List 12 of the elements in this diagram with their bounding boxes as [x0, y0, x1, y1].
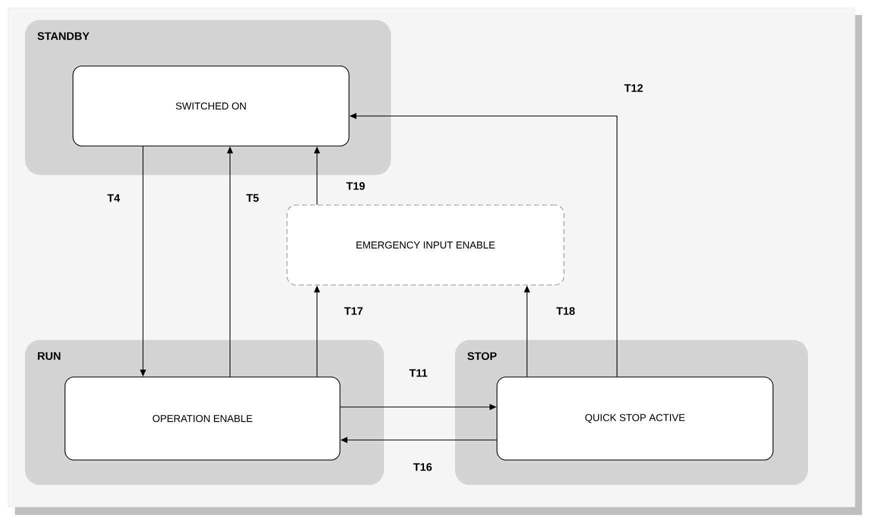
- state-box: QUICK STOP ACTIVE: [496, 376, 774, 460]
- edge-label: T19: [346, 182, 365, 190]
- edge-label: T17: [344, 307, 363, 315]
- edge-label: T18: [556, 307, 575, 315]
- edge-label: T16: [413, 463, 432, 471]
- state-box: OPERATION ENABLE: [64, 376, 340, 460]
- state-box: EMERGENCY INPUT ENABLE: [286, 204, 564, 286]
- edge-label: T12: [624, 84, 643, 92]
- state-box: SWITCHED ON: [72, 66, 350, 146]
- edge-label: T11: [409, 369, 428, 377]
- edge-label: T5: [246, 194, 259, 202]
- edge-label: T4: [107, 194, 120, 202]
